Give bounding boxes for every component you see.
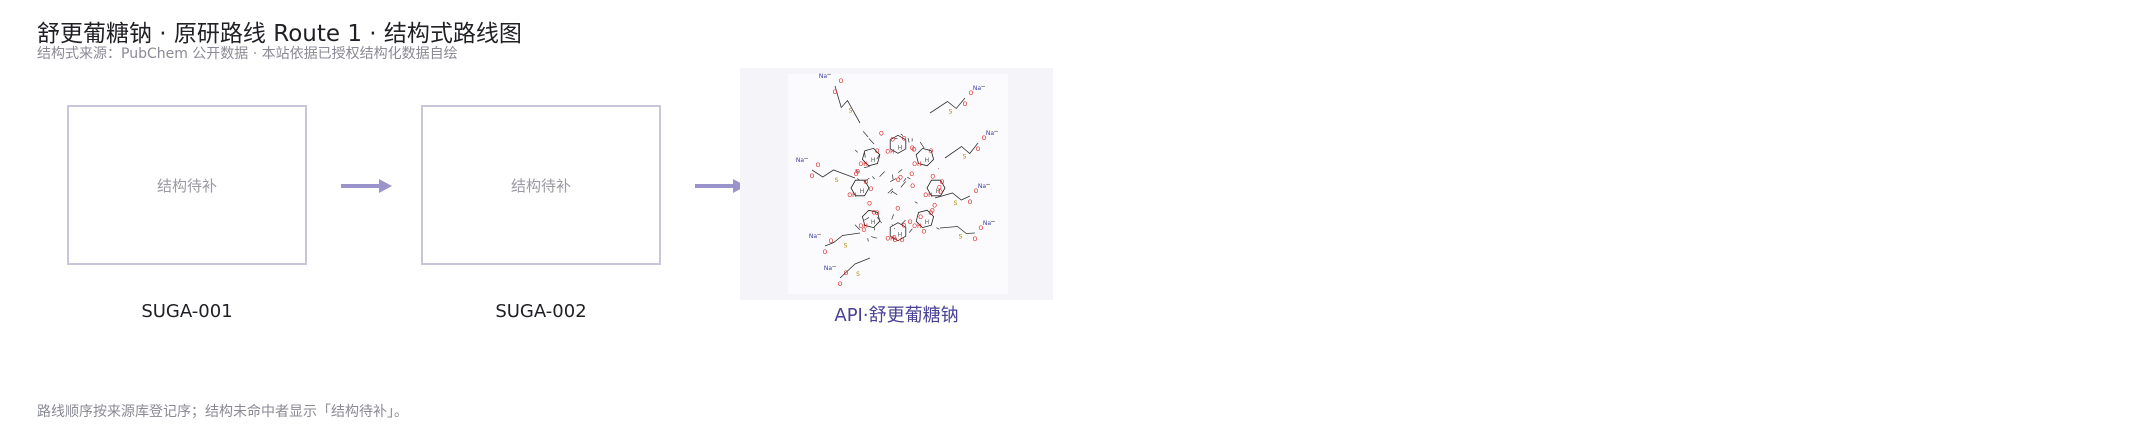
oxygen-atom-label: O bbox=[875, 148, 880, 155]
oxygen-atom-label: O bbox=[869, 186, 874, 193]
page-subtitle: 结构式来源：PubChem 公开数据 · 本站依据已授权结构化数据自绘 bbox=[37, 43, 458, 63]
oxygen-atom-label: O bbox=[823, 249, 828, 256]
oxygen-atom-label: O bbox=[930, 207, 935, 214]
oxygen-atom-label: O bbox=[896, 177, 901, 184]
footnote: 路线顺序按来源库登记序；结构未命中者显示「结构待补」。 bbox=[37, 401, 408, 421]
charge-label: − bbox=[816, 231, 821, 238]
bond bbox=[892, 224, 893, 225]
oxygen-atom-label: O bbox=[902, 135, 907, 142]
oxygen-atom-label: O bbox=[872, 209, 877, 216]
step-3-label: API·舒更葡糖钠 bbox=[740, 301, 1053, 327]
oxygen-atom-label: O bbox=[908, 219, 913, 226]
step-1-structure-placeholder: 结构待补 bbox=[67, 105, 307, 265]
oxygen-atom-label: O bbox=[937, 185, 942, 192]
step-2-placeholder-text: 结构待补 bbox=[511, 175, 571, 196]
oxygen-atom-label: O bbox=[929, 148, 934, 155]
sulfur-atom-label: S bbox=[959, 234, 963, 241]
hydroxyl-label: OH bbox=[923, 192, 932, 199]
oxygen-atom-label: O bbox=[968, 199, 973, 206]
oxygen-atom-label: O bbox=[893, 237, 898, 244]
sulfur-atom-label: S bbox=[849, 108, 853, 115]
sulfur-atom-label: S bbox=[963, 154, 967, 161]
step-1-placeholder-text: 结构待补 bbox=[157, 175, 217, 196]
oxygen-atom-label: O bbox=[861, 227, 866, 234]
hydrogen-label: H bbox=[925, 219, 930, 226]
oxygen-atom-label: O bbox=[900, 237, 905, 244]
hydroxyl-label: OH bbox=[912, 161, 921, 168]
charge-label: − bbox=[803, 155, 808, 162]
oxygen-atom-label: O bbox=[890, 136, 895, 143]
oxygen-atom-label: O bbox=[829, 238, 834, 245]
charge-label: − bbox=[831, 263, 836, 270]
oxygen-atom-label: O bbox=[810, 173, 815, 180]
oxygen-atom-label: O bbox=[921, 229, 926, 236]
charge-label: − bbox=[980, 83, 985, 90]
oxygen-atom-label: O bbox=[879, 130, 884, 137]
charge-label: − bbox=[826, 71, 831, 78]
oxygen-atom-label: O bbox=[867, 200, 872, 207]
structure-image-background bbox=[788, 74, 1008, 294]
hydrogen-label: H bbox=[871, 157, 876, 164]
oxygen-atom-label: O bbox=[918, 214, 923, 221]
oxygen-atom-label: O bbox=[930, 174, 935, 181]
hydroxyl-label: OH bbox=[912, 223, 921, 230]
sulfur-atom-label: S bbox=[949, 109, 953, 116]
oxygen-atom-label: O bbox=[910, 183, 915, 190]
oxygen-atom-label: O bbox=[963, 101, 968, 108]
hydrogen-label: H bbox=[860, 188, 865, 195]
oxygen-atom-label: O bbox=[912, 147, 917, 154]
hydrogen-label: H bbox=[898, 144, 903, 151]
charge-label: − bbox=[990, 218, 995, 225]
arrow-right-icon bbox=[341, 176, 393, 196]
oxygen-atom-label: O bbox=[844, 270, 849, 277]
hydroxyl-label: OH bbox=[847, 192, 856, 199]
hydroxyl-label: OH bbox=[885, 148, 894, 155]
api-structure-panel: OOHHOOHHOOHHOOHHOOHHOOHHOOHHOOHHOOOOOOOO… bbox=[740, 68, 1053, 300]
charge-label: − bbox=[985, 181, 990, 188]
oxygen-atom-label: O bbox=[854, 171, 859, 178]
hydrogen-label: H bbox=[871, 219, 876, 226]
sulfur-atom-label: S bbox=[856, 271, 860, 278]
oxygen-atom-label: O bbox=[909, 171, 914, 178]
sulfur-atom-label: S bbox=[835, 177, 839, 184]
step-2-label: SUGA-002 bbox=[421, 301, 661, 322]
hydrogen-label: H bbox=[925, 157, 930, 164]
sugammadex-structure-image: OOHHOOHHOOHHOOHHOOHHOOHHOOHHOOHHOOOOOOOO… bbox=[740, 68, 1053, 300]
step-2-structure-placeholder: 结构待补 bbox=[421, 105, 661, 265]
oxygen-atom-label: O bbox=[838, 281, 843, 288]
oxygen-atom-label: O bbox=[839, 78, 844, 85]
oxygen-atom-label: O bbox=[833, 89, 838, 96]
charge-label: − bbox=[993, 128, 998, 135]
sulfur-atom-label: S bbox=[954, 200, 958, 207]
oxygen-atom-label: O bbox=[973, 236, 978, 243]
step-1-label: SUGA-001 bbox=[67, 301, 307, 322]
oxygen-atom-label: O bbox=[895, 205, 900, 212]
sulfur-atom-label: S bbox=[844, 243, 848, 250]
oxygen-atom-label: O bbox=[816, 162, 821, 169]
oxygen-atom-label: O bbox=[976, 146, 981, 153]
